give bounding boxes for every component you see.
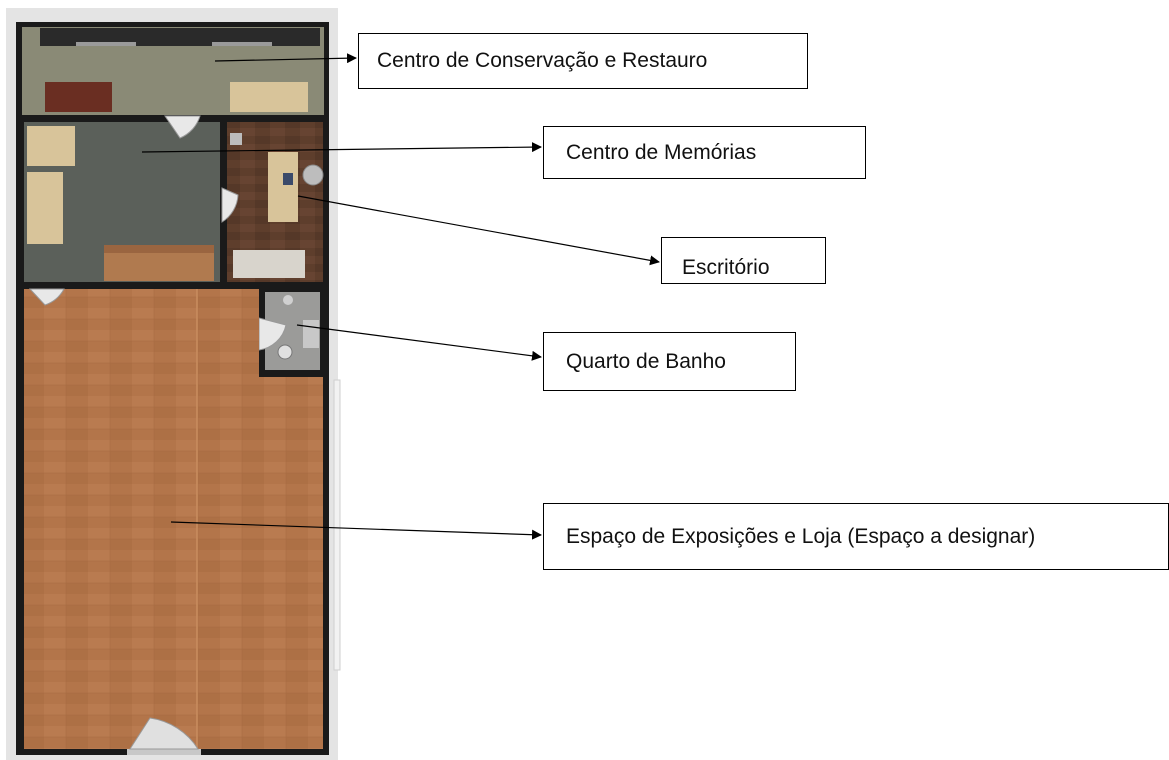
label-conservacao: Centro de Conservação e Restauro — [358, 33, 808, 89]
arrow-escritorio — [297, 195, 660, 266]
label-memorias: Centro de Memórias — [543, 126, 866, 179]
small-box — [230, 133, 242, 145]
light-table — [230, 82, 308, 112]
door-entrada — [129, 717, 199, 750]
door-escritorio — [221, 187, 239, 223]
dark-table — [45, 82, 112, 112]
label-exposicoes: Espaço de Exposições e Loja (Espaço a de… — [543, 503, 1169, 570]
cabinet — [27, 172, 63, 244]
desk — [268, 152, 298, 222]
label-memorias-text: Centro de Memórias — [566, 140, 757, 164]
arrow-exposicoes — [170, 521, 542, 540]
label-exposicoes-text: Espaço de Exposições e Loja (Espaço a de… — [566, 524, 1036, 548]
door-exposicoes — [28, 288, 65, 306]
shelf — [27, 126, 75, 166]
room-conservacao — [22, 27, 324, 115]
room-banho — [258, 292, 320, 370]
window — [40, 28, 320, 46]
window-pane — [212, 42, 272, 46]
room-escritorio — [221, 122, 324, 282]
chair — [302, 164, 324, 186]
window-pane — [76, 42, 136, 46]
plan-frame-right-edge — [333, 379, 341, 671]
label-banho-text: Quarto de Banho — [566, 349, 726, 373]
main-entrance — [127, 749, 201, 755]
toilet — [277, 344, 293, 360]
arrow-banho — [296, 324, 542, 361]
door-banho — [258, 317, 287, 351]
label-conservacao-text: Centro de Conservação e Restauro — [377, 49, 708, 72]
sofa-back — [104, 245, 214, 253]
label-escritorio-text: Escritório — [682, 255, 770, 279]
monitor — [283, 173, 293, 185]
sink — [283, 295, 293, 305]
room-memorias — [24, 115, 220, 282]
arrow-conservacao — [214, 53, 357, 64]
door-memorias — [164, 115, 201, 139]
arrow-memorias — [141, 142, 542, 153]
label-escritorio: Escritório — [661, 237, 826, 284]
shower — [303, 320, 319, 348]
room-exposicoes — [24, 288, 323, 755]
cabinet — [233, 250, 305, 278]
label-banho: Quarto de Banho — [543, 332, 796, 391]
